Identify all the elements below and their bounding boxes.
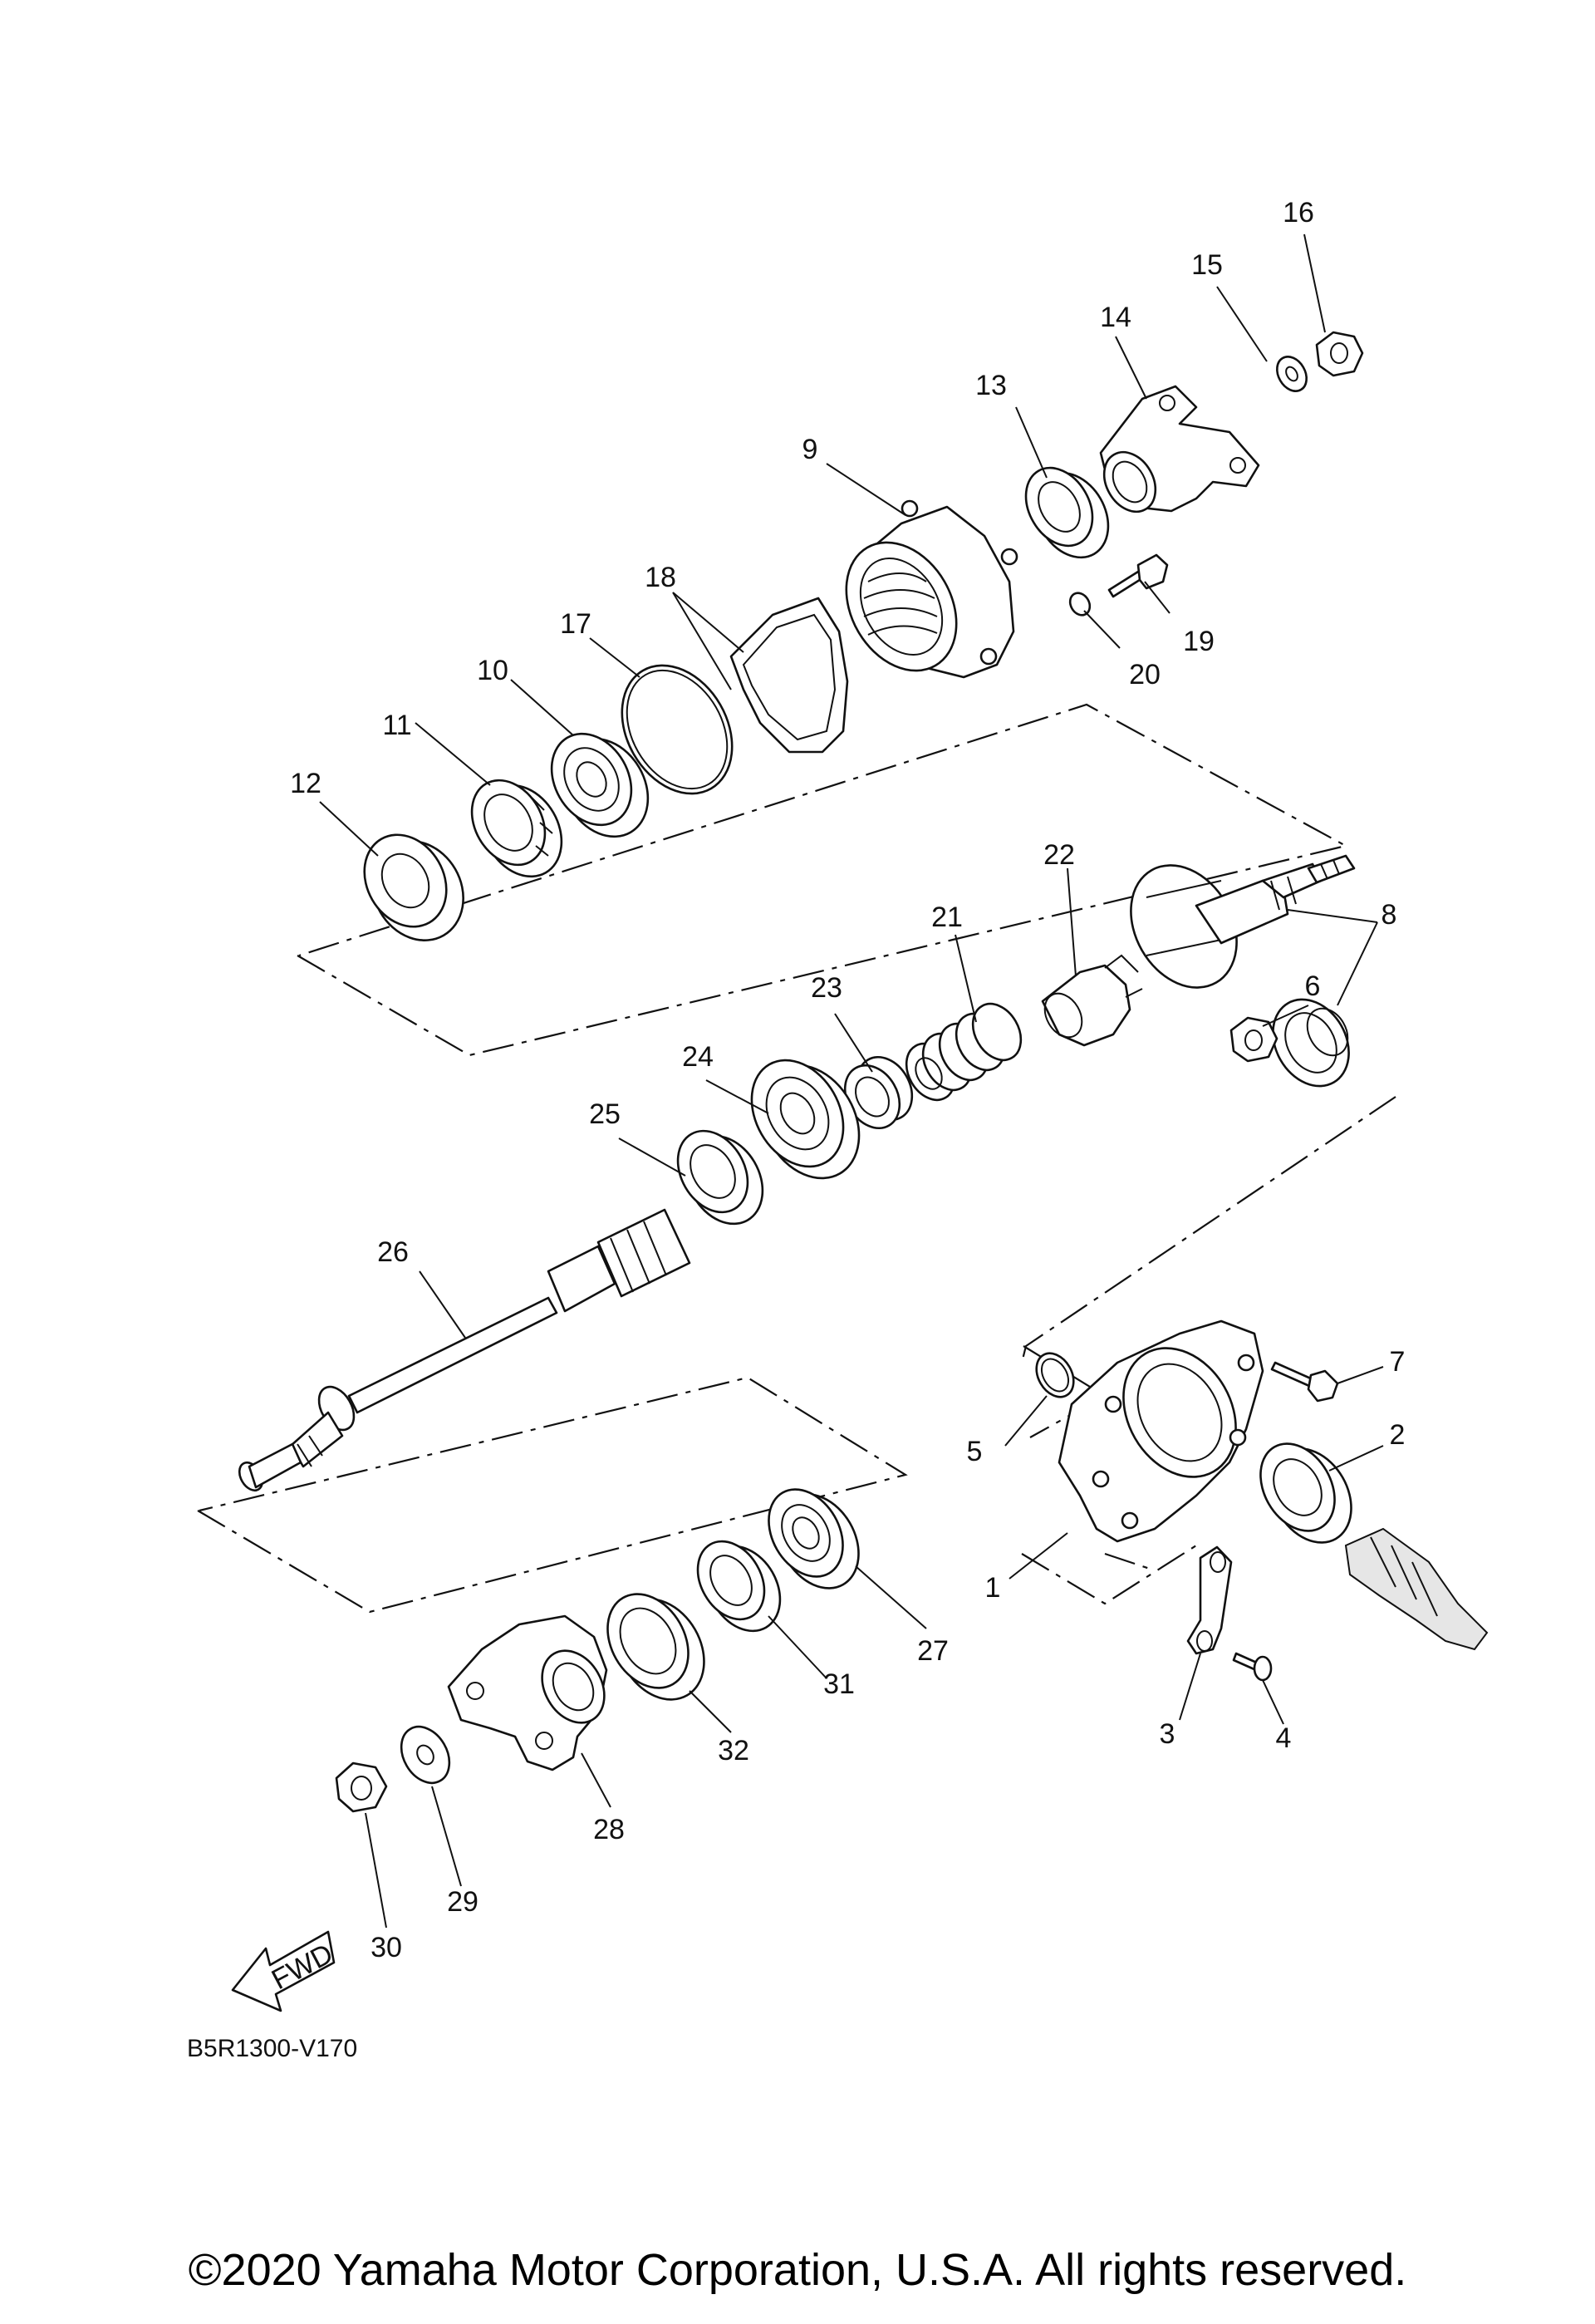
part-25-oil-seal [676, 1129, 764, 1226]
part-2-bearing [1259, 1442, 1352, 1544]
label-4: 4 [1276, 1722, 1292, 1754]
assembly-guide-lines [197, 703, 1396, 1614]
label-31: 31 [823, 1668, 855, 1700]
part-26-shaft [238, 1208, 691, 1492]
label-14: 14 [1100, 302, 1131, 333]
label-7: 7 [1390, 1346, 1406, 1378]
part-22-coupling [1041, 954, 1143, 1047]
label-26: 26 [377, 1236, 409, 1268]
part-6-nut [1229, 1016, 1278, 1063]
part-12-oil-seal [363, 833, 464, 941]
label-21: 21 [931, 902, 963, 933]
part-27-bearing [768, 1488, 860, 1589]
label-29: 29 [447, 1886, 478, 1918]
part-18-shim [729, 597, 849, 754]
label-20: 20 [1129, 659, 1161, 690]
part-29-washer [400, 1725, 451, 1785]
part-14-yoke [1099, 385, 1260, 513]
part-4-screw [1232, 1652, 1273, 1682]
label-12: 12 [290, 768, 321, 799]
label-10: 10 [477, 655, 508, 686]
label-1: 1 [985, 1572, 1001, 1604]
part-1-gear-case [1058, 1319, 1264, 1543]
label-19: 19 [1183, 626, 1215, 657]
label-11: 11 [382, 710, 411, 741]
part-28-yoke [447, 1614, 608, 1771]
part-30-nut [335, 1761, 388, 1813]
part-number-labels: 1 2 3 4 5 6 7 8 9 10 11 12 13 14 15 16 1… [290, 197, 1405, 1963]
label-27: 27 [917, 1635, 949, 1667]
leader-lines [319, 233, 1384, 1928]
part-15-washer [1276, 356, 1308, 392]
part-24-bearing [750, 1059, 861, 1180]
part-21-spring [905, 1002, 1023, 1102]
label-13: 13 [975, 370, 1007, 401]
label-24: 24 [682, 1041, 714, 1073]
part-20-washer [1068, 592, 1092, 617]
label-17: 17 [560, 608, 591, 640]
part-7-bolt [1270, 1361, 1339, 1403]
part-8-bevel-gear [1130, 854, 1356, 1088]
label-30: 30 [371, 1932, 402, 1963]
part-31-ring-nut [696, 1540, 782, 1633]
label-5: 5 [967, 1436, 983, 1467]
label-9: 9 [802, 434, 818, 465]
part-16-nut [1315, 331, 1364, 377]
part-13-oil-seal [1024, 466, 1110, 559]
label-28: 28 [593, 1814, 625, 1845]
part-5-o-ring [1035, 1352, 1075, 1398]
label-18: 18 [645, 562, 676, 593]
label-16: 16 [1283, 197, 1314, 228]
part-19-bolt [1107, 553, 1169, 598]
label-2: 2 [1390, 1419, 1406, 1451]
part-3-bracket [1186, 1545, 1233, 1655]
part-32-oil-seal [606, 1593, 705, 1701]
label-3: 3 [1160, 1718, 1175, 1750]
drive-shaft-end [1344, 1527, 1489, 1651]
label-22: 22 [1043, 839, 1075, 871]
fwd-arrow-icon: FWD [231, 1930, 338, 2012]
label-32: 32 [718, 1735, 749, 1766]
part-17-o-ring [621, 664, 734, 795]
part-10-bearing [550, 732, 650, 838]
diagram-code: B5R1300-V170 [187, 2035, 357, 2062]
label-25: 25 [589, 1098, 621, 1130]
part-9-bearing-housing [845, 499, 1018, 679]
label-15: 15 [1191, 249, 1223, 281]
part-11-ring-nut [470, 779, 563, 878]
label-23: 23 [811, 972, 842, 1004]
copyright-notice: ©2020 Yamaha Motor Corporation, U.S.A. A… [189, 2245, 1407, 2295]
label-6: 6 [1305, 970, 1321, 1002]
label-8: 8 [1382, 899, 1397, 931]
